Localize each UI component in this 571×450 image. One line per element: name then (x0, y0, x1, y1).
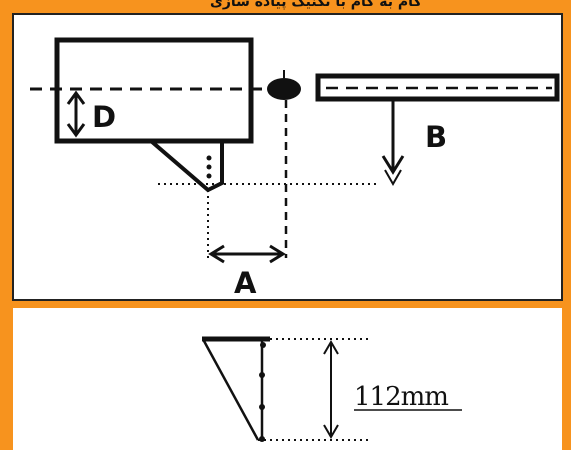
label-b: B (425, 120, 447, 154)
measure-label: 112mm (354, 382, 448, 412)
lower-panel (13, 308, 562, 450)
upper-panel (12, 13, 563, 301)
lower-wedge-dot (259, 404, 265, 410)
blade-dot (206, 173, 212, 179)
a-arrow-right-icon (269, 244, 286, 264)
lower-wedge-slant (202, 340, 260, 441)
blade-dot (206, 155, 212, 161)
measure-arrow-up-icon (323, 340, 339, 355)
lower-wedge-dot (259, 436, 265, 442)
measure-arrow-down-icon (323, 424, 339, 439)
lower-wedge-dot (260, 342, 266, 348)
a-arrow-left-icon (208, 244, 225, 264)
pivot-oval (267, 78, 301, 100)
d-arrow-up-icon (66, 90, 86, 105)
b-arrow-head-icon (381, 155, 405, 175)
blade-wedge (145, 139, 224, 193)
right-bar (315, 73, 560, 102)
blade-dot (206, 164, 212, 170)
dotted-end-arrow-icon (384, 169, 402, 187)
d-arrow-down-icon (66, 123, 86, 138)
top-header-text: گام به گام با تکنیک پیاده سازی (210, 0, 422, 10)
lower-wedge-dot (259, 372, 265, 378)
label-d: D (92, 100, 116, 134)
label-a: A (234, 266, 257, 300)
